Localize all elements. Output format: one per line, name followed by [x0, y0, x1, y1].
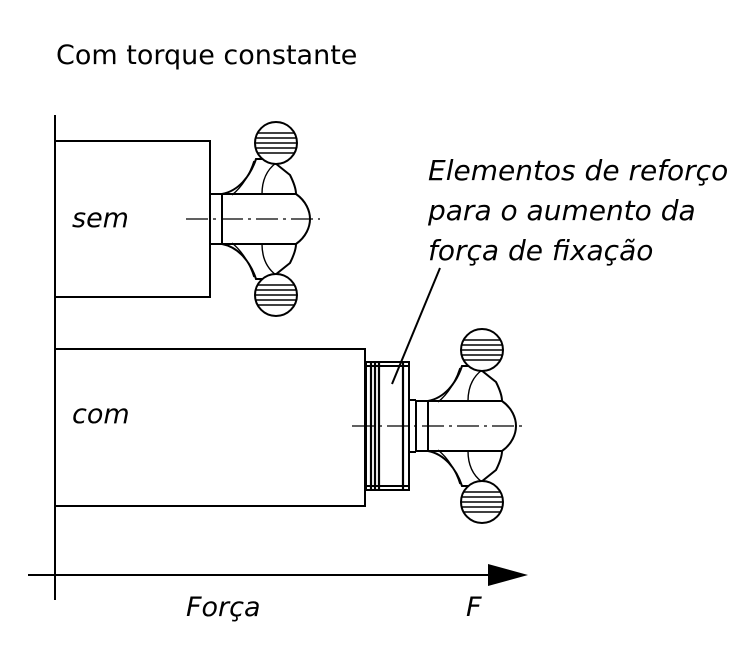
bar-label-com: com	[72, 399, 130, 430]
annotation-line-2: para o aumento da	[427, 194, 696, 227]
bar-label-sem: sem	[72, 203, 129, 234]
axis-symbol: F	[466, 592, 482, 623]
annotation-line-1: Elementos de reforço	[428, 154, 728, 187]
axis-label: Força	[186, 592, 261, 623]
annotation-line-3: força de fixação	[428, 234, 653, 267]
diagram-title: Com torque constante	[56, 40, 357, 71]
annotation-leader-line	[391, 267, 441, 385]
force-axis-arrow-icon	[488, 564, 528, 586]
